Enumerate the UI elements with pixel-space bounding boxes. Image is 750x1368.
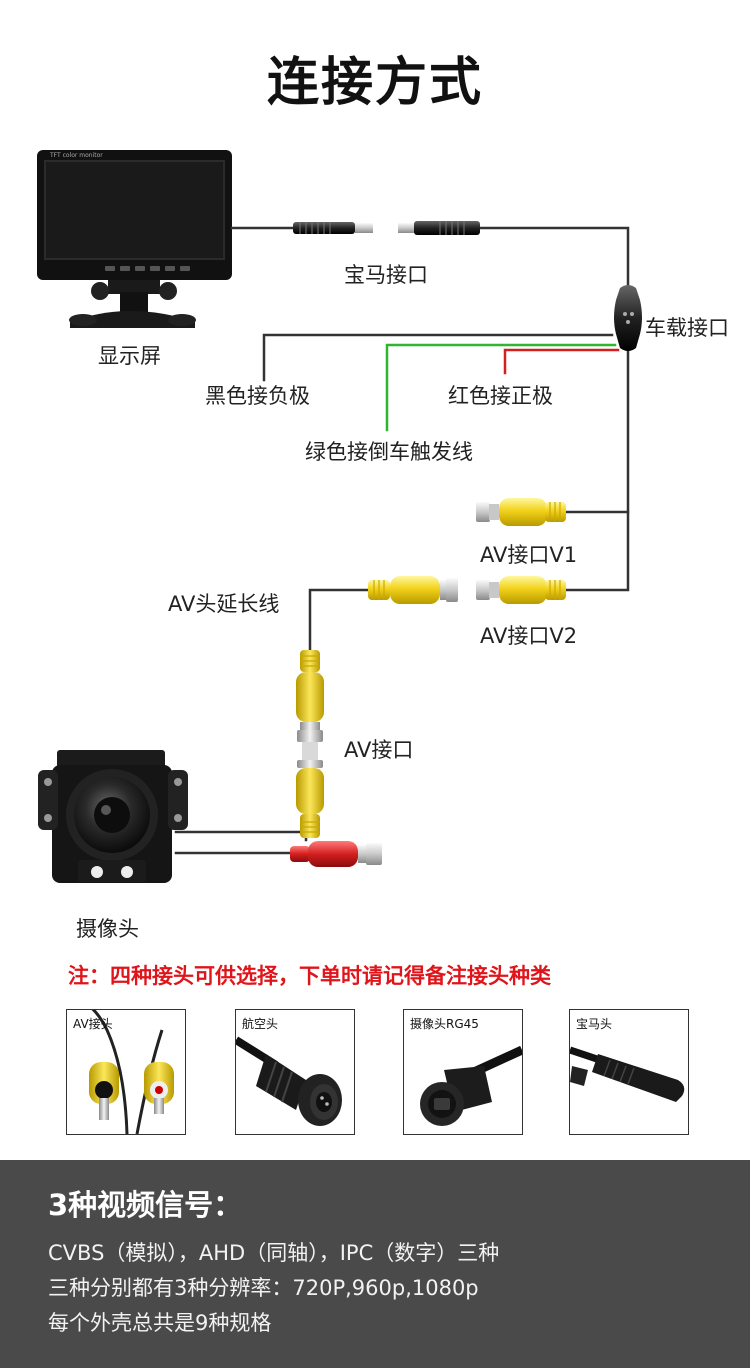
av-v1-label: AV接口V1 bbox=[480, 543, 578, 567]
connector-card-rg45: 摄像头RG45 bbox=[403, 1009, 523, 1135]
order-note: 注：四种接头可供选择，下单时请记得备注接头种类 bbox=[68, 964, 551, 988]
vehicle-main-cable bbox=[564, 346, 630, 592]
green-wire bbox=[385, 343, 617, 432]
connector-card-av: AV接头 bbox=[66, 1009, 186, 1135]
bmw-plug-female-icon bbox=[398, 221, 480, 235]
av-v2-label: AV接口V2 bbox=[480, 624, 578, 648]
red-wire-label: 红色接正极 bbox=[448, 384, 553, 408]
camera-video-cable bbox=[174, 830, 308, 842]
vehicle-junction-icon bbox=[614, 285, 642, 351]
connector-card-av-label: AV接头 bbox=[73, 1017, 113, 1031]
av-v2-plug-icon bbox=[476, 576, 566, 604]
aviation-plug-icon bbox=[236, 1036, 342, 1126]
green-wire-label: 绿色接倒车触发线 bbox=[305, 440, 473, 464]
bmw-plug-icon bbox=[570, 1046, 685, 1102]
monitor-label: 显示屏 bbox=[98, 344, 161, 368]
connector-card-bmw: 宝马头 bbox=[569, 1009, 689, 1135]
bmw-plug-label: 宝马接口 bbox=[344, 263, 428, 287]
black-wire bbox=[262, 333, 614, 382]
connector-card-aviation: 航空头 bbox=[235, 1009, 355, 1135]
extension-plug-icon bbox=[368, 576, 458, 604]
connector-card-aviation-label: 航空头 bbox=[242, 1017, 279, 1031]
signal-info-panel: 3种视频信号： CVBS（模拟），AHD（同轴），IPC（数字）三种 三种分别都… bbox=[0, 1160, 750, 1368]
extension-cable bbox=[308, 588, 372, 654]
monitor-icon: TFT color monitor bbox=[37, 150, 232, 328]
bmw-cable bbox=[476, 226, 630, 292]
signal-info-title: 3种视频信号： bbox=[48, 1188, 243, 1222]
av-joint-label: AV接口 bbox=[344, 738, 414, 762]
av-extension-label: AV头延长线 bbox=[168, 592, 280, 616]
camera-icon bbox=[38, 750, 188, 883]
power-plug-icon bbox=[290, 841, 382, 867]
signal-info-line-2: 三种分别都有3种分辨率：720P,960p,1080p bbox=[48, 1276, 479, 1300]
rg45-plug-icon bbox=[420, 1045, 522, 1126]
signal-info-line-1: CVBS（模拟），AHD（同轴），IPC（数字）三种 bbox=[48, 1241, 500, 1265]
page-title: 连接方式 bbox=[266, 53, 483, 113]
wiring-diagram: TFT color monitor bbox=[37, 150, 642, 883]
monitor-screen-text: TFT color monitor bbox=[49, 152, 103, 159]
connector-card-rg45-label: 摄像头RG45 bbox=[410, 1017, 479, 1031]
vehicle-port-label: 车载接口 bbox=[645, 316, 729, 340]
av-plug-icon bbox=[89, 1010, 174, 1134]
camera-label: 摄像头 bbox=[76, 917, 139, 941]
av-v1-plug-icon bbox=[476, 498, 566, 526]
bmw-plug-male-icon bbox=[293, 222, 373, 234]
red-wire bbox=[503, 348, 620, 375]
black-wire-label: 黑色接负极 bbox=[205, 384, 310, 408]
signal-info-line-3: 每个外壳总共是9种规格 bbox=[48, 1311, 272, 1335]
connector-card-bmw-label: 宝马头 bbox=[576, 1017, 613, 1031]
av-joint-icon bbox=[296, 650, 324, 838]
